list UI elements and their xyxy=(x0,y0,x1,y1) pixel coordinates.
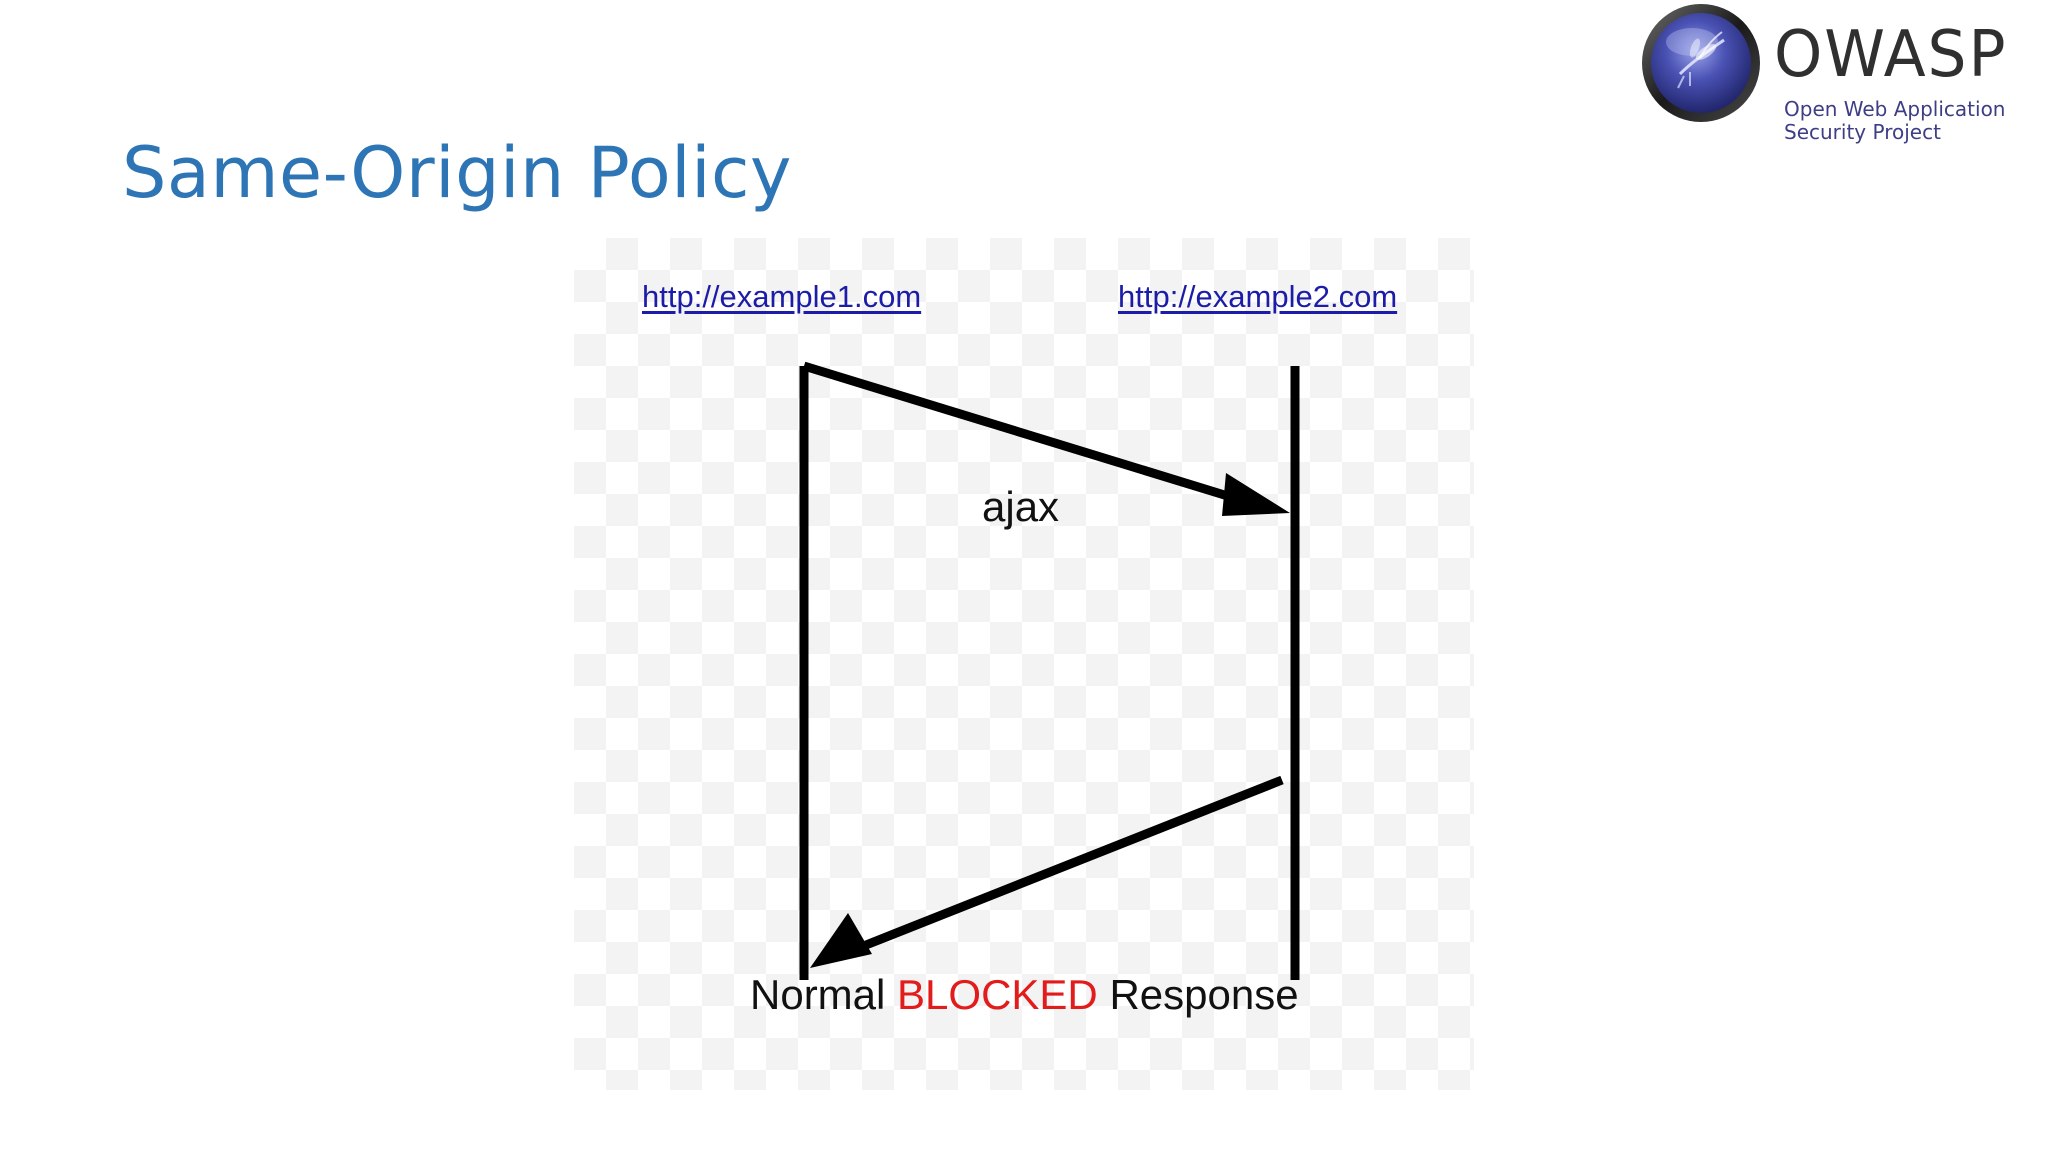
blocked-label: BLOCKED xyxy=(897,971,1098,1018)
owasp-wasp-emblem-icon xyxy=(1642,4,1760,122)
owasp-tagline-line1: Open Web Application xyxy=(1784,97,2006,121)
origin-right-link[interactable]: http://example2.com xyxy=(1118,279,1398,314)
owasp-tagline: Open Web Application Security Project xyxy=(1784,98,2005,144)
owasp-tagline-line2: Security Project xyxy=(1784,120,1941,144)
response-caption-suffix: Response xyxy=(1109,971,1299,1018)
origin-left-link[interactable]: http://example1.com xyxy=(642,279,922,314)
same-origin-diagram: http://example1.com http://example2.com … xyxy=(574,238,1474,1090)
ajax-request-arrowhead xyxy=(1222,473,1290,516)
slide-title: Same-Origin Policy xyxy=(122,132,792,214)
response-caption: Normal BLOCKED Response xyxy=(750,970,1299,1020)
owasp-logo: OWASP Open Web Application Security Proj… xyxy=(1636,0,2048,150)
response-arrowhead xyxy=(810,913,872,968)
ajax-request-label: ajax xyxy=(982,483,1060,530)
response-arrow xyxy=(864,775,1284,950)
response-caption-prefix: Normal xyxy=(750,971,886,1018)
sequence-lines xyxy=(799,361,1300,980)
owasp-wordmark: OWASP xyxy=(1774,18,2008,92)
ajax-request-arrow xyxy=(802,361,1246,506)
